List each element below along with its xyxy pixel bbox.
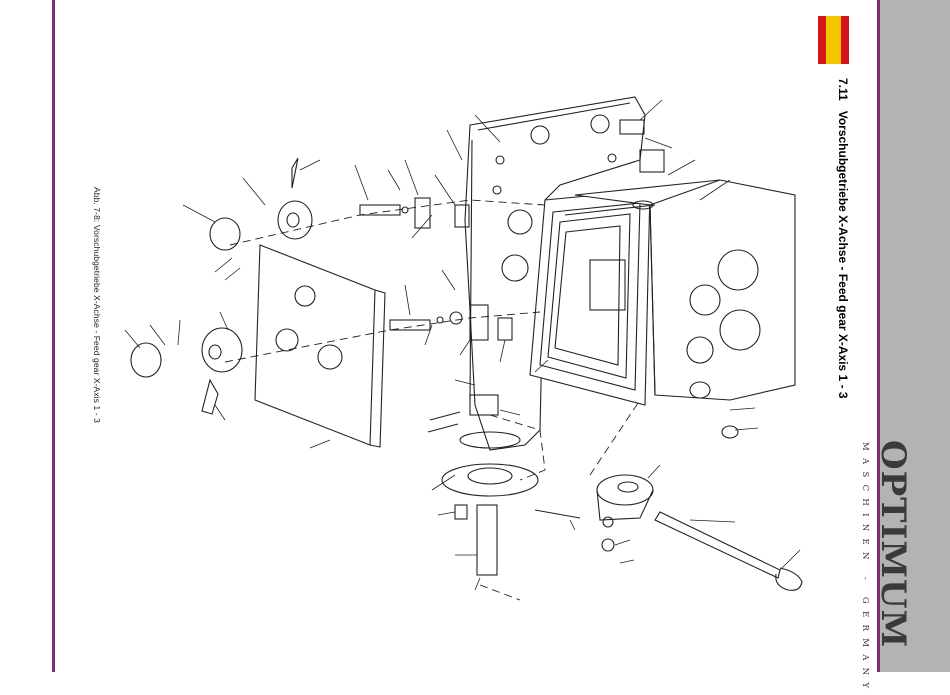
- coupling-ring: [597, 475, 653, 520]
- handwheel-hub-upper: [210, 158, 312, 250]
- feed-shaft: [655, 512, 802, 590]
- manual-page: 7.11Vorschubgetriebe X-Achse - Feed gear…: [0, 0, 950, 672]
- handwheel-hub-lower: [131, 328, 242, 414]
- bearing-flange: [442, 432, 538, 575]
- exploded-view-drawing: [0, 0, 950, 672]
- front-cover-plate: [255, 245, 385, 447]
